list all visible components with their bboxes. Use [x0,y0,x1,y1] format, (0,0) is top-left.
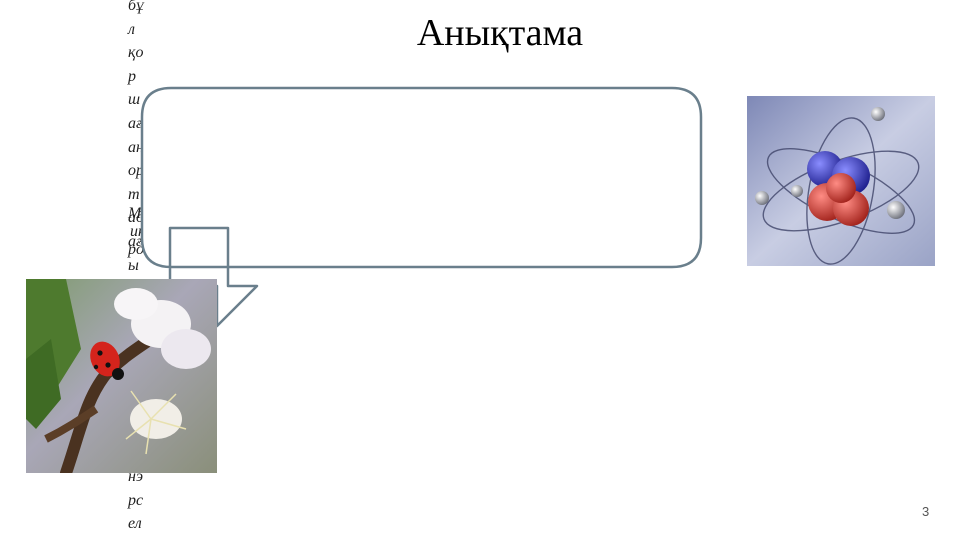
vertical-text-fragment: ы [128,256,139,274]
vertical-text-fragment: бұ [128,0,145,14]
slide-title: Анықтама [416,12,584,54]
vertical-text-fragment: ағ [128,232,143,250]
vertical-text-fragment: ор [128,162,144,180]
vertical-text-fragment: ш [128,91,141,109]
vertical-text-fragment: р [128,67,136,85]
vertical-text-fragment: рс [128,491,144,509]
vertical-text-fragment: қо [128,44,144,62]
vertical-text-fragment: л [128,20,135,38]
overlapping-text-fragment: ро [128,241,144,258]
ladybug-photo [26,279,217,473]
vertical-text-fragment: т [128,185,140,203]
vertical-text-column-lower: нэ рс ел [128,465,154,536]
vertical-text-fragment: ан [128,138,144,156]
vertical-text-fragment: ад [128,209,145,227]
vertical-text-fragment: ағ [128,114,143,132]
vertical-text-column: бұ л қо р ш ағ ан ор т ад ағ ы [128,0,154,277]
atom-model-image [747,96,935,266]
overlapping-text-fragment: М [128,205,142,222]
vertical-text-fragment: ел [128,515,142,533]
page-number: 3 [922,504,930,519]
vertical-text-fragment: нэ [128,468,143,485]
